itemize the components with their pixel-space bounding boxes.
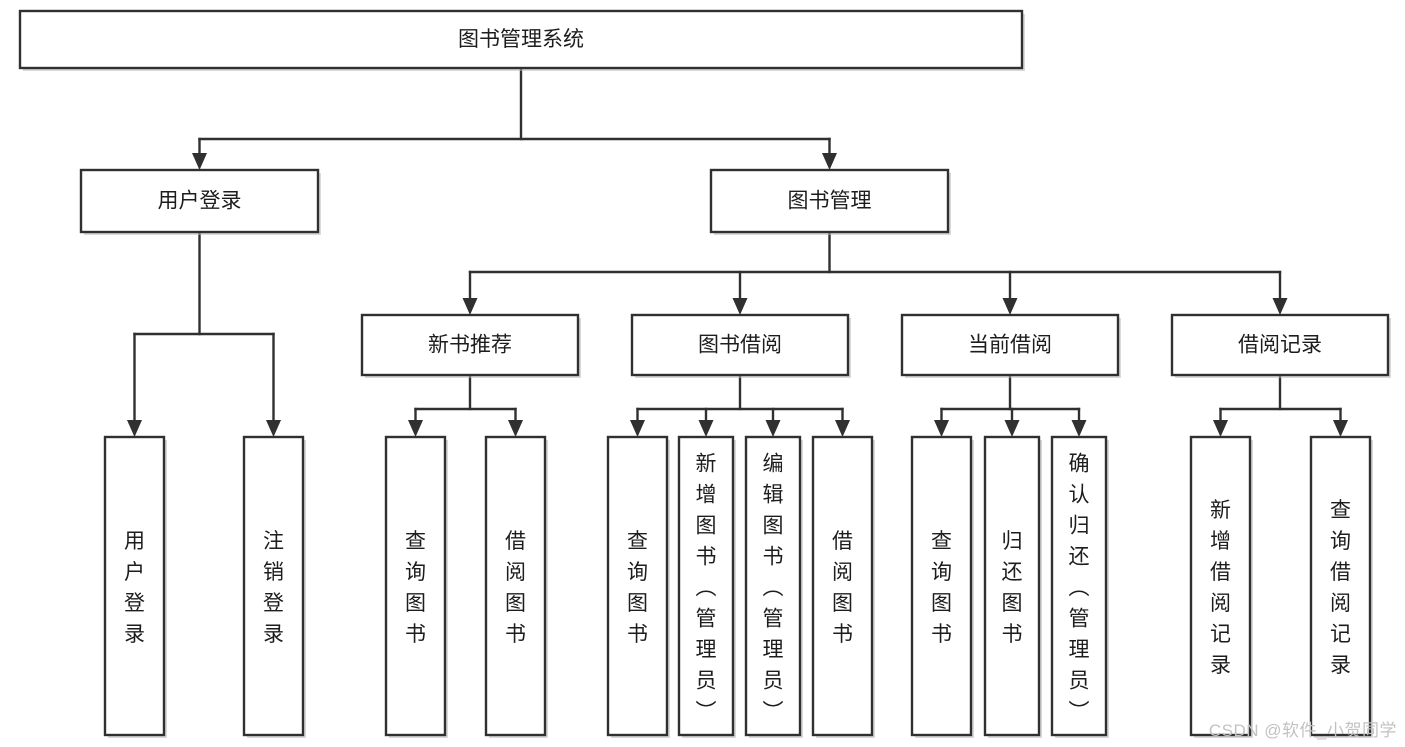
node-label: 编辑图书︵管理员︶ (763, 453, 784, 724)
arrow-head (1272, 298, 1288, 315)
node-label: 用户登录 (124, 530, 145, 646)
arrow-head (408, 420, 423, 437)
node-rect[interactable] (18, 9, 1024, 70)
node-rect[interactable] (79, 168, 320, 234)
node-label: 用户登录 (158, 190, 242, 213)
node-rect[interactable] (606, 435, 669, 737)
node-l31-图书借阅[interactable]: 图书借阅 (630, 313, 850, 377)
node-rect[interactable] (384, 435, 447, 737)
node-label: 归还图书 (1002, 530, 1023, 646)
node-leaf7-借阅图书[interactable]: 借阅图书 (811, 435, 874, 737)
node-label: 新书推荐 (428, 334, 512, 357)
arrow-head (508, 420, 523, 437)
node-leaf0-用户登录[interactable]: 用户登录 (103, 435, 166, 737)
node-leaf12-查询借阅记录[interactable]: 查询借阅记录 (1309, 435, 1372, 737)
node-rect[interactable] (910, 435, 973, 737)
arrow-head (1004, 420, 1020, 437)
node-leaf6-编辑图书管理员[interactable]: 编辑图书︵管理员︶ (744, 435, 802, 737)
arrow-head (1002, 298, 1018, 315)
arrow-head (934, 420, 949, 437)
node-label: 确认归还︵管理员︶ (1069, 453, 1090, 724)
arrow-head (765, 420, 781, 437)
watermark-label: CSDN @软件_小贺同学 (1208, 721, 1397, 740)
node-l33-借阅记录[interactable]: 借阅记录 (1170, 313, 1390, 377)
node-boxes: 图书管理系统用户登录图书管理新书推荐图书借阅当前借阅借阅记录用户登录注销登录查询… (18, 9, 1391, 738)
connector-lines (127, 66, 1348, 437)
node-label: 当前借阅 (968, 334, 1052, 357)
node-rect[interactable] (900, 313, 1120, 377)
arrow-head (822, 153, 837, 170)
node-rect[interactable] (484, 435, 547, 737)
node-label: 图书借阅 (698, 334, 782, 357)
node-leaf5-新增图书管理员[interactable]: 新增图书︵管理员︶ (677, 435, 735, 737)
arrow-head (462, 298, 478, 315)
node-rect[interactable] (709, 168, 950, 234)
node-label: 借阅记录 (1238, 334, 1322, 357)
node-root-图书管理系统[interactable]: 图书管理系统 (18, 9, 1024, 70)
node-rect[interactable] (1189, 435, 1252, 737)
node-label: 图书管理系统 (458, 28, 584, 51)
arrow-head (192, 153, 207, 170)
node-l30-新书推荐[interactable]: 新书推荐 (360, 313, 580, 377)
node-label: 图书管理 (788, 190, 872, 213)
node-leaf9-归还图书[interactable]: 归还图书 (983, 435, 1041, 737)
node-rect[interactable] (811, 435, 874, 737)
node-leaf2-查询图书[interactable]: 查询图书 (384, 435, 447, 737)
node-label: 查询图书 (405, 530, 426, 646)
node-leaf4-查询图书[interactable]: 查询图书 (606, 435, 669, 737)
node-leaf1-注销登录[interactable]: 注销登录 (242, 435, 305, 737)
node-rect[interactable] (630, 313, 850, 377)
node-label: 新增图书︵管理员︶ (696, 453, 717, 724)
arrow-head (732, 298, 748, 315)
node-rect[interactable] (744, 435, 802, 737)
node-label: 借阅图书 (832, 530, 853, 646)
node-label: 查询图书 (931, 530, 952, 646)
node-l20-用户登录[interactable]: 用户登录 (79, 168, 320, 234)
node-label: 借阅图书 (505, 530, 526, 646)
node-l32-当前借阅[interactable]: 当前借阅 (900, 313, 1120, 377)
node-label: 注销登录 (263, 530, 284, 646)
arrow-head (1071, 420, 1087, 437)
node-leaf8-查询图书[interactable]: 查询图书 (910, 435, 973, 737)
arrow-head (630, 420, 645, 437)
node-rect[interactable] (242, 435, 305, 737)
node-rect[interactable] (1309, 435, 1372, 737)
arrow-head (698, 420, 714, 437)
arrow-head (127, 420, 142, 437)
node-rect[interactable] (103, 435, 166, 737)
node-rect[interactable] (677, 435, 735, 737)
node-rect[interactable] (1170, 313, 1390, 377)
arrow-head (835, 420, 850, 437)
node-leaf11-新增借阅记录[interactable]: 新增借阅记录 (1189, 435, 1252, 737)
arrow-head (1213, 420, 1228, 437)
node-leaf10-确认归还管理员[interactable]: 确认归还︵管理员︶ (1050, 435, 1108, 737)
node-label: 新增借阅记录 (1210, 499, 1231, 677)
node-label: 查询借阅记录 (1330, 499, 1351, 677)
node-rect[interactable] (360, 313, 580, 377)
arrow-head (266, 420, 281, 437)
node-leaf3-借阅图书[interactable]: 借阅图书 (484, 435, 547, 737)
node-rect[interactable] (1050, 435, 1108, 737)
arrow-head (1333, 420, 1348, 437)
node-rect[interactable] (983, 435, 1041, 737)
node-label: 查询图书 (627, 530, 648, 646)
node-l21-图书管理[interactable]: 图书管理 (709, 168, 950, 234)
